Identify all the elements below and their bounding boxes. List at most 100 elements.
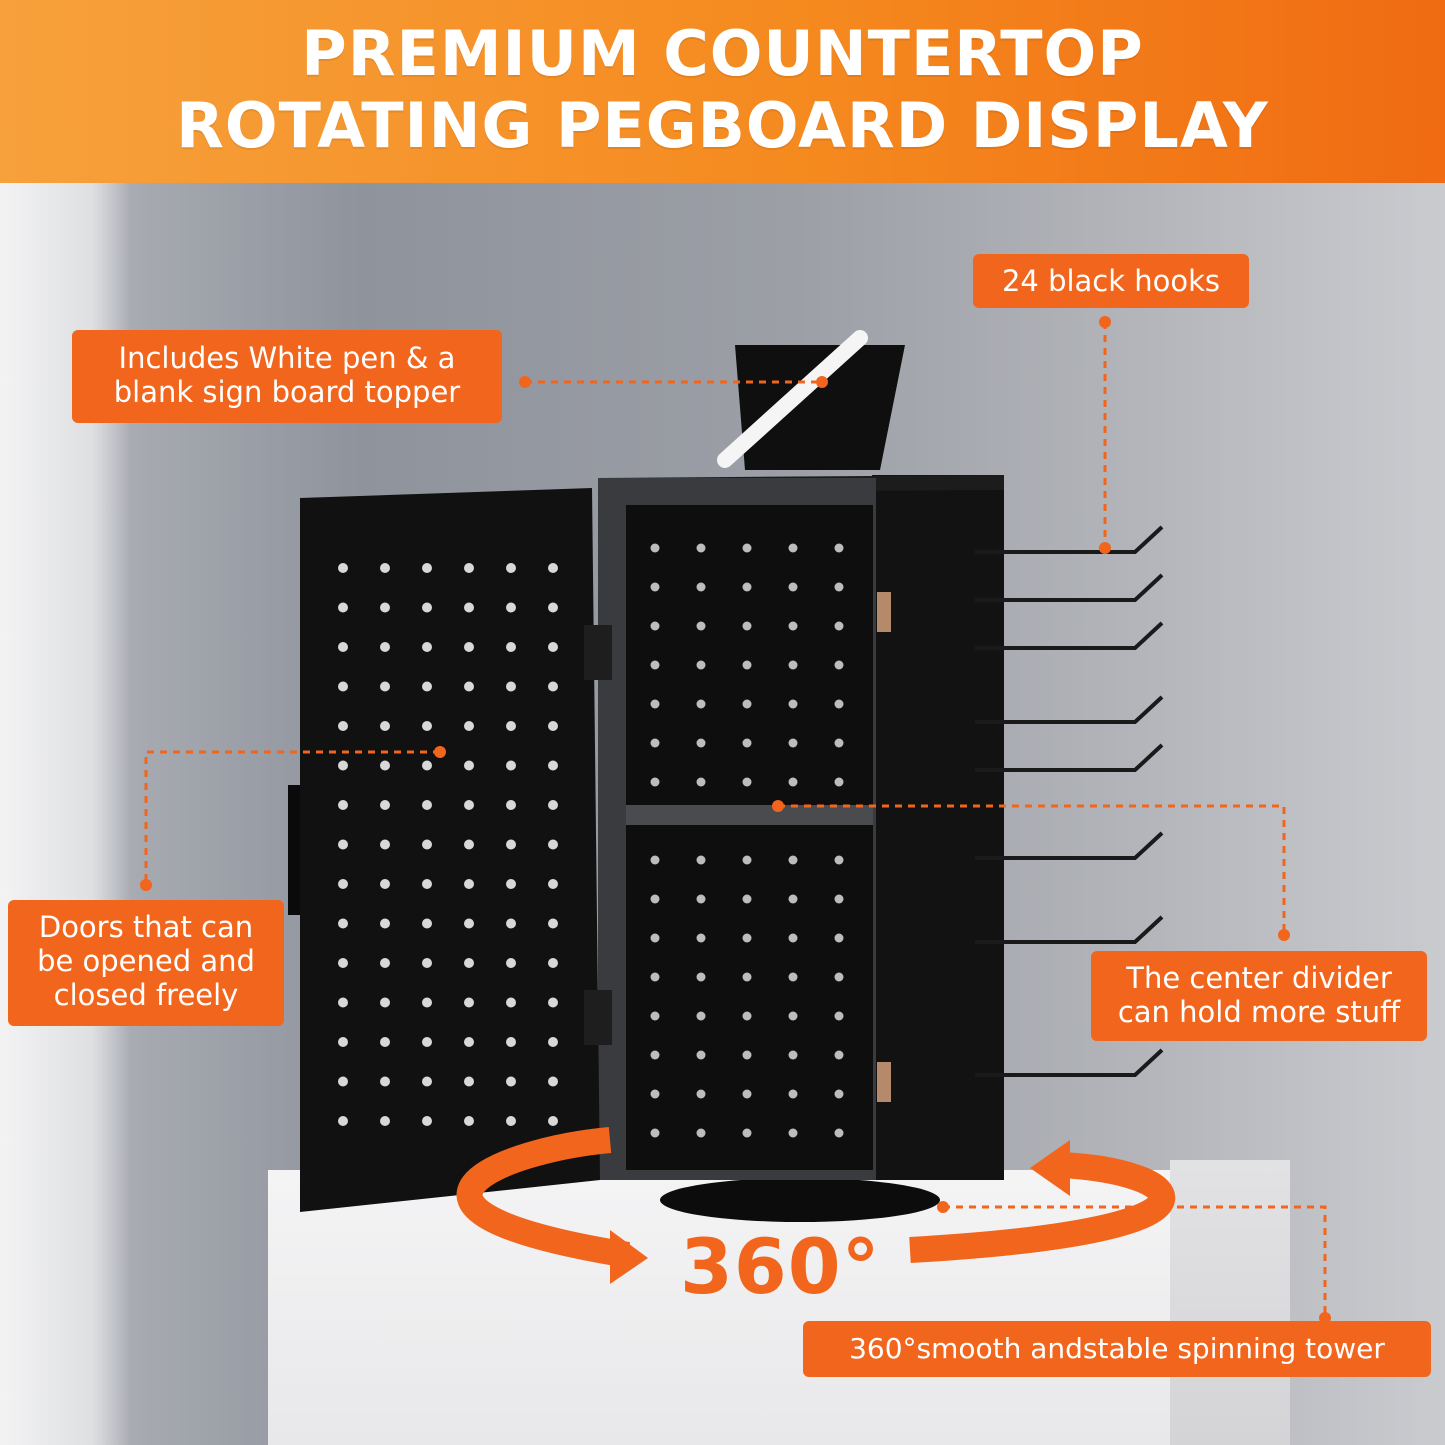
peg-hole <box>650 1011 660 1021</box>
rotation-arrowhead-left <box>610 1230 648 1284</box>
peg-hole <box>338 839 348 850</box>
peg-hole <box>650 660 660 670</box>
peg-hole <box>506 918 516 929</box>
peg-hole <box>696 1011 706 1021</box>
peg-hole <box>422 879 432 889</box>
cabinet-door <box>300 488 600 1212</box>
peg-hole <box>338 760 348 771</box>
peg-hole <box>742 660 752 670</box>
peg-hole <box>650 777 660 787</box>
peg-hole <box>788 699 798 709</box>
peg-hole <box>834 621 844 631</box>
peg-hole <box>834 933 844 943</box>
callout-pen-line2: blank sign board topper <box>113 375 461 409</box>
peg-hole <box>506 800 516 810</box>
callout-pen: Includes White pen & a blank sign board … <box>72 330 502 423</box>
peg-hole <box>696 1128 706 1138</box>
peg-hole <box>380 642 390 652</box>
peg-hole <box>380 1037 390 1047</box>
peg-hole <box>464 563 474 573</box>
peg-hole <box>548 1116 558 1126</box>
peg-hole <box>338 642 348 652</box>
rotation-degrees: 360° <box>680 1222 881 1311</box>
peg-hole <box>834 1011 844 1021</box>
peg-hole <box>696 543 706 553</box>
peg-hole <box>834 1089 844 1099</box>
peg-hole <box>834 738 844 748</box>
peg-hole <box>788 660 798 670</box>
peg-hole <box>788 894 798 904</box>
peg-hole <box>338 958 348 968</box>
peg-hole <box>422 997 432 1008</box>
peg-hole <box>650 1050 660 1060</box>
peg-hole <box>650 972 660 982</box>
peg-hole <box>422 839 432 850</box>
peg-hole <box>338 1037 348 1047</box>
peg-hole <box>380 563 390 573</box>
peg-hole <box>788 1128 798 1138</box>
peg-hole <box>650 855 660 865</box>
peg-hole <box>380 602 390 613</box>
hook <box>975 831 1164 860</box>
peg-hole <box>788 1011 798 1021</box>
peg-hole <box>788 1089 798 1099</box>
peg-hole <box>338 681 348 692</box>
hook <box>975 1048 1164 1077</box>
hook <box>975 695 1164 724</box>
callout-doors-line2: be opened and <box>37 944 255 978</box>
peg-hole <box>834 660 844 670</box>
peg-hole <box>380 997 390 1008</box>
leader-lines <box>144 322 1327 1318</box>
peg-hole <box>548 760 558 771</box>
peg-hole <box>464 642 474 652</box>
hinge-bottom <box>584 990 612 1045</box>
peg-hole <box>548 839 558 850</box>
peg-hole <box>380 879 390 889</box>
peg-hole <box>742 894 752 904</box>
hinge-top <box>584 625 612 680</box>
peg-hole <box>650 933 660 943</box>
peg-hole <box>650 621 660 631</box>
door-pegboard-holes <box>338 563 558 1126</box>
peg-hole <box>548 642 558 652</box>
peg-hole <box>548 800 558 810</box>
peg-hole <box>338 721 348 731</box>
peg-hole <box>380 1076 390 1087</box>
callout-pen-line1: Includes White pen & a <box>118 341 456 375</box>
callout-tower-text: 360°smooth andstable spinning tower <box>849 1332 1385 1365</box>
peg-hole <box>506 839 516 850</box>
peg-hole <box>464 760 474 771</box>
peg-hole <box>834 543 844 553</box>
peg-hole <box>788 1050 798 1060</box>
rotation-arrowhead-right <box>1030 1140 1070 1196</box>
peg-hole <box>696 933 706 943</box>
peg-hole <box>506 642 516 652</box>
peg-hole <box>742 738 752 748</box>
peg-hole <box>380 958 390 968</box>
peg-hole <box>834 1050 844 1060</box>
peg-hole <box>696 621 706 631</box>
hook <box>975 915 1164 944</box>
callout-divider-line1: The center divider <box>1126 961 1392 995</box>
title-line-2: ROTATING PEGBOARD DISPLAY <box>176 89 1269 162</box>
peg-hole <box>422 1116 432 1126</box>
title-line-1: PREMIUM COUNTERTOP <box>301 17 1144 90</box>
peg-hole <box>464 602 474 613</box>
peg-hole <box>788 972 798 982</box>
peg-hole <box>650 582 660 592</box>
peg-hole <box>464 721 474 731</box>
peg-hole <box>696 855 706 865</box>
peg-hole <box>788 582 798 592</box>
turntable-base <box>660 1178 940 1222</box>
rotation-arrow-right <box>909 1152 1175 1263</box>
peg-hole <box>380 1116 390 1126</box>
peg-hole <box>338 1116 348 1126</box>
peg-hole <box>742 855 752 865</box>
peg-hole <box>650 543 660 553</box>
peg-hole <box>422 602 432 613</box>
peg-hole <box>380 918 390 929</box>
peg-hole <box>788 777 798 787</box>
peg-hole <box>464 1116 474 1126</box>
peg-hole <box>464 681 474 692</box>
callout-hooks-text: 24 black hooks <box>1001 264 1221 298</box>
